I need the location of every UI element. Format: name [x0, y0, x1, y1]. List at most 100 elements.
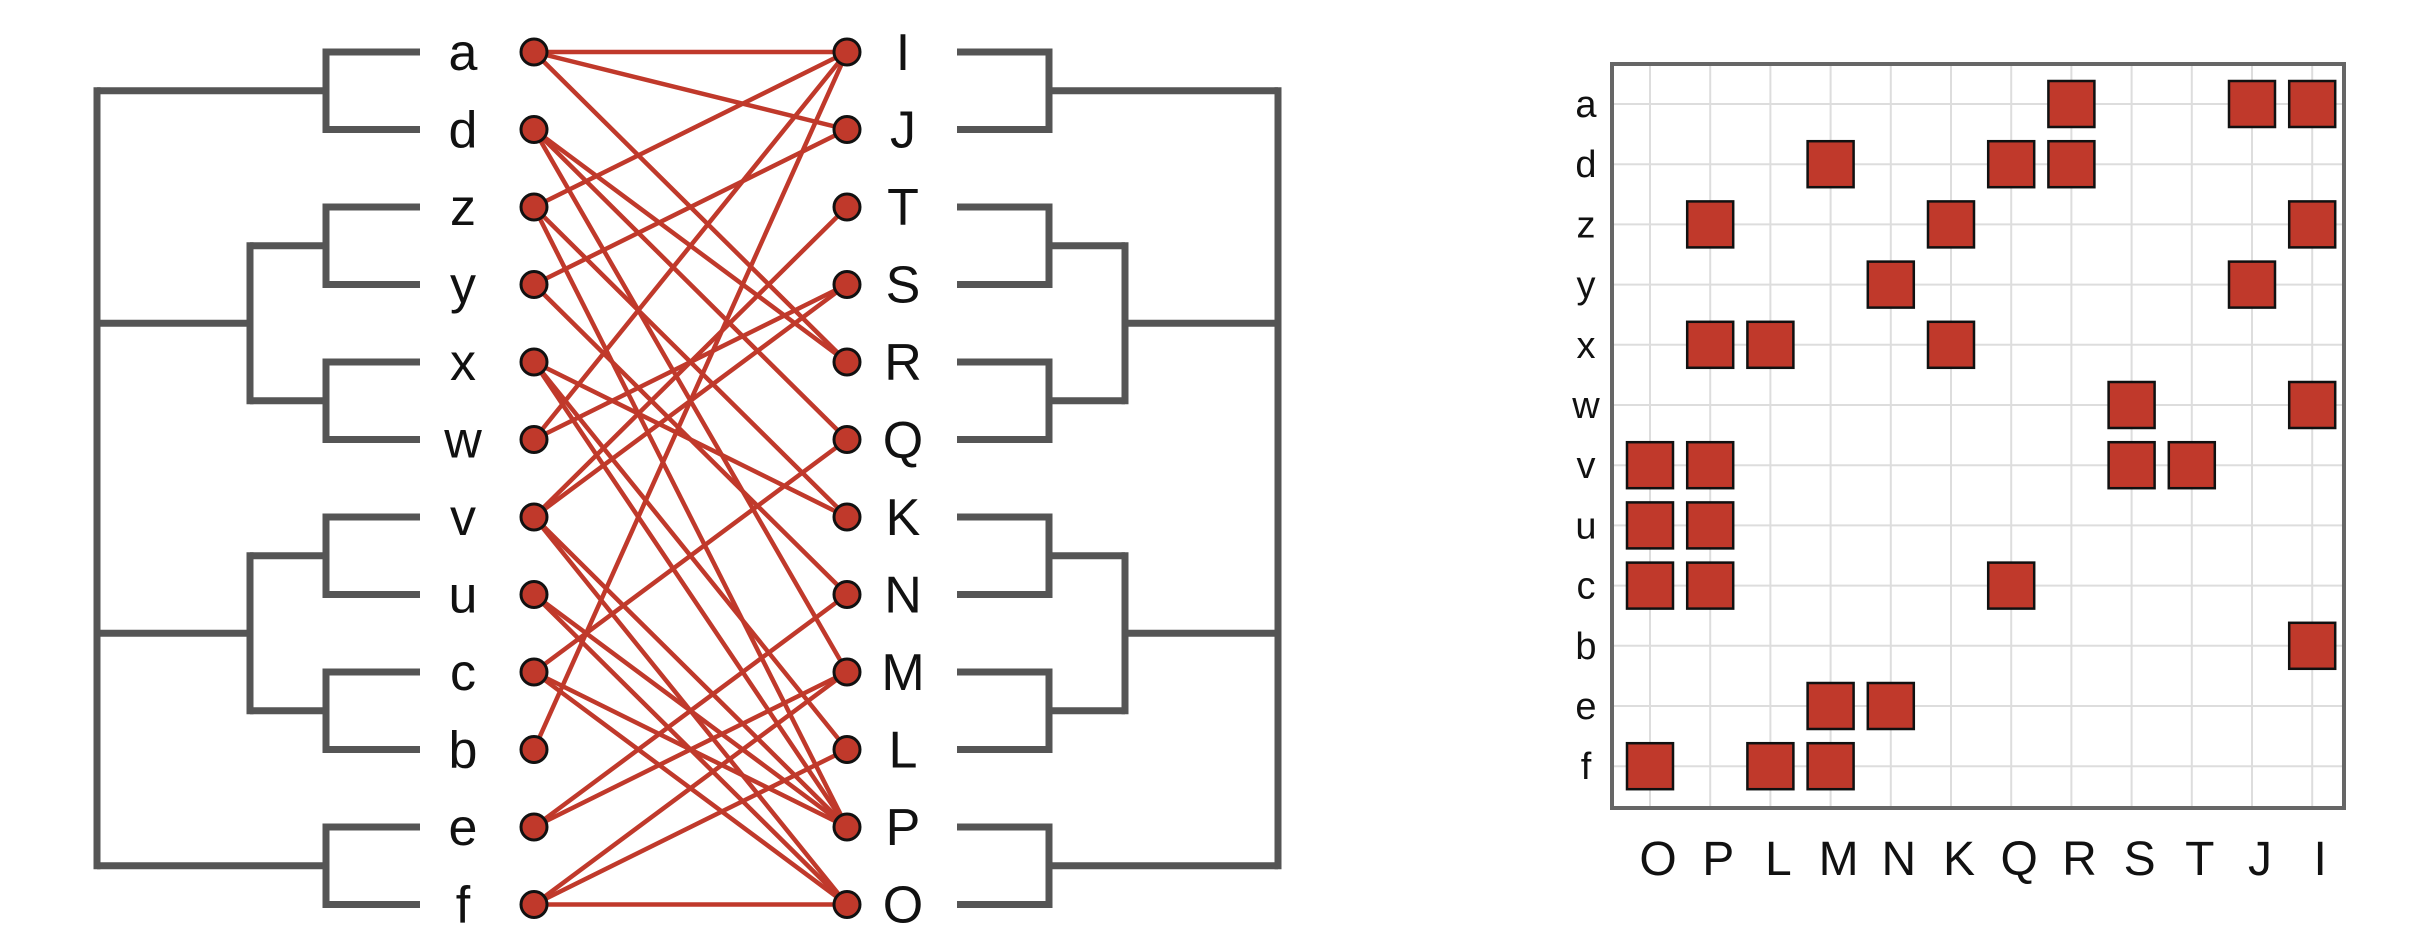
matrix-col-label-M: M: [1819, 833, 1859, 886]
matrix-row-label-y: y: [1577, 265, 1596, 307]
matrix-cell-f-M: [1806, 741, 1855, 791]
matrix-cell-group: [1625, 79, 2337, 791]
left-label-z: z: [450, 179, 476, 237]
left-node-w: [519, 425, 549, 454]
matrix-col-label-P: P: [1702, 833, 1734, 886]
matrix-cell-x-P: [1685, 320, 1735, 370]
right-node-group: [832, 37, 862, 919]
edge-v-P: [532, 515, 849, 829]
matrix-cell-x-K: [1926, 320, 1976, 370]
matrix-cell-y-J: [2227, 260, 2277, 309]
left-label-e: e: [449, 799, 478, 857]
matrix-row-label-d: d: [1575, 144, 1596, 186]
right-label-P: P: [886, 799, 921, 857]
right-node-Q: [832, 425, 862, 454]
matrix-frame: [1610, 62, 2346, 810]
left-label-v: v: [450, 489, 476, 547]
left-node-c: [519, 657, 549, 687]
edge-z-I: [533, 49, 848, 210]
matrix-col-label-I: I: [2314, 833, 2327, 886]
right-node-K: [832, 502, 862, 532]
matrix-col-label-R: R: [2062, 833, 2097, 886]
right-node-R: [832, 347, 862, 377]
matrix-row-label-e: e: [1575, 686, 1596, 728]
right-node-S: [832, 270, 862, 299]
matrix-cell-b-I: [2287, 621, 2337, 671]
left-label-d: d: [449, 102, 478, 160]
left-label-y: y: [450, 257, 476, 315]
matrix-cell-w-I: [2287, 380, 2337, 430]
matrix-cell-v-P: [1685, 440, 1735, 490]
matrix-cell-y-N: [1866, 260, 1916, 309]
matrix-cell-u-O: [1625, 501, 1675, 550]
left-label-a: a: [449, 24, 478, 82]
edge-e-M: [533, 669, 848, 830]
left-node-x: [519, 347, 549, 377]
right-label-J: J: [890, 102, 916, 160]
matrix-row-label-c: c: [1577, 566, 1596, 608]
edge-f-L: [533, 747, 848, 907]
matrix-row-label-u: u: [1575, 505, 1596, 547]
matrix-cell-c-O: [1625, 561, 1675, 610]
right-label-N: N: [884, 567, 922, 625]
matrix-cell-u-P: [1685, 501, 1735, 550]
edge-v-T: [532, 205, 849, 519]
left-node-d: [519, 115, 549, 144]
matrix-cell-c-Q: [1986, 561, 2036, 610]
matrix-cell-d-M: [1806, 139, 1855, 189]
left-node-u: [519, 580, 549, 609]
matrix-col-label-K: K: [1943, 833, 1975, 886]
matrix-col-label-T: T: [2185, 833, 2214, 886]
right-label-L: L: [889, 722, 918, 780]
right-dendrogram: [957, 48, 1282, 908]
left-node-b: [519, 735, 549, 764]
right-label-O: O: [883, 877, 923, 935]
left-node-f: [519, 890, 549, 919]
matrix-cell-a-I: [2287, 79, 2337, 129]
edge-a-J: [533, 49, 848, 132]
matrix-cell-z-P: [1685, 200, 1735, 249]
matrix-cell-f-O: [1625, 741, 1675, 791]
edge-f-M: [532, 670, 849, 907]
right-node-M: [832, 657, 862, 687]
left-node-z: [519, 192, 549, 222]
left-label-w: w: [443, 412, 482, 470]
left-node-e: [519, 812, 549, 842]
edge-w-I: [532, 50, 849, 441]
matrix-cell-d-R: [2047, 139, 2096, 189]
right-label-K: K: [886, 489, 921, 547]
matrix-row-label-v: v: [1577, 445, 1596, 487]
matrix-cell-e-M: [1806, 681, 1855, 731]
edge-z-P: [531, 205, 850, 829]
matrix-col-label-O: O: [1639, 833, 1676, 886]
matrix-row-label-b: b: [1575, 626, 1596, 668]
matrix-col-label-J: J: [2248, 833, 2272, 886]
matrix-row-label-w: w: [1571, 385, 1600, 427]
left-node-y: [519, 270, 549, 299]
left-label-c: c: [450, 644, 476, 702]
edge-e-N: [532, 592, 849, 829]
matrix-cell-f-L: [1746, 741, 1795, 791]
matrix-cell-x-L: [1746, 320, 1795, 370]
matrix-cell-c-P: [1685, 561, 1735, 610]
left-label-u: u: [449, 567, 478, 625]
matrix-cell-z-K: [1926, 200, 1976, 249]
edge-group: [531, 49, 850, 907]
matrix-cell-v-S: [2107, 440, 2156, 490]
matrix-row-label-z: z: [1577, 204, 1596, 246]
left-label-b: b: [449, 722, 478, 780]
matrix-cell-v-T: [2167, 440, 2217, 490]
right-label-I: I: [896, 24, 910, 82]
right-label-Q: Q: [883, 412, 923, 470]
matrix-grid: [1612, 64, 2344, 808]
right-node-O: [832, 890, 862, 919]
left-node-group: [519, 37, 549, 919]
right-label-M: M: [881, 644, 924, 702]
matrix-cell-e-N: [1866, 681, 1916, 731]
